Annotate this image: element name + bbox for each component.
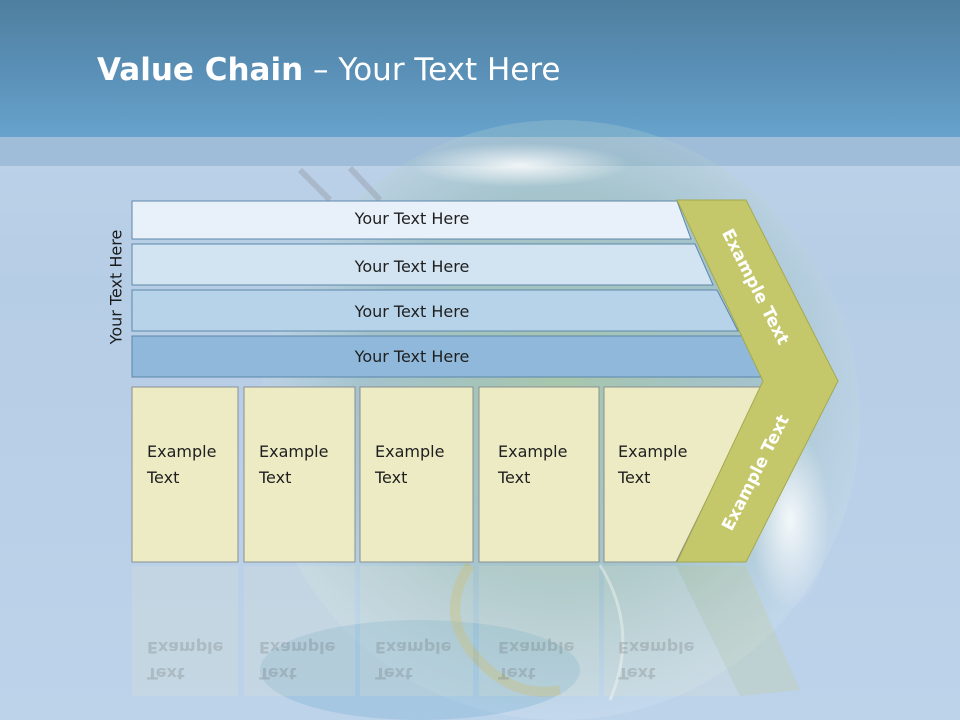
column-5-shape[interactable]: [603, 386, 763, 563]
column-2-shape[interactable]: [243, 386, 356, 563]
bar-4-label: Your Text Here: [354, 347, 470, 366]
column-3-text: Example Text: [375, 439, 475, 491]
column-1-line1: Example: [147, 442, 217, 461]
bar-1-shape[interactable]: [131, 200, 692, 240]
bar-3-label: Your Text Here: [354, 302, 470, 321]
column-2-line1: Example: [259, 442, 329, 461]
column-1-line2: Text: [147, 468, 180, 487]
bar-3-shape[interactable]: [131, 289, 739, 332]
side-label[interactable]: Your Text Here: [106, 229, 126, 345]
title-rest: – Your Text Here: [303, 52, 561, 88]
column-4-text: Example Text: [498, 439, 598, 491]
column-5-text: Example Text: [618, 439, 718, 491]
header-banner: [0, 0, 960, 137]
column-4-shape[interactable]: [478, 386, 600, 563]
slide-title[interactable]: Value Chain – Your Text Here: [97, 52, 560, 88]
column-1-text: Example Text: [147, 439, 247, 491]
column-5-line2: Text: [618, 468, 651, 487]
bar-2-shape[interactable]: [131, 243, 714, 286]
column-3-line2: Text: [375, 468, 408, 487]
title-bold: Value Chain: [97, 52, 304, 88]
column-4-line1: Example: [498, 442, 568, 461]
bar-1-label: Your Text Here: [354, 209, 470, 228]
column-5-line1: Example: [618, 442, 688, 461]
chevron-shape[interactable]: [676, 199, 839, 563]
bar-2-label: Your Text Here: [354, 257, 470, 276]
diagram-reflection: [132, 566, 800, 696]
column-1-shape[interactable]: [131, 386, 239, 563]
column-3-line1: Example: [375, 442, 445, 461]
column-2-text: Example Text: [259, 439, 359, 491]
column-3-shape[interactable]: [359, 386, 474, 563]
column-2-line2: Text: [259, 468, 292, 487]
column-4-line2: Text: [498, 468, 531, 487]
